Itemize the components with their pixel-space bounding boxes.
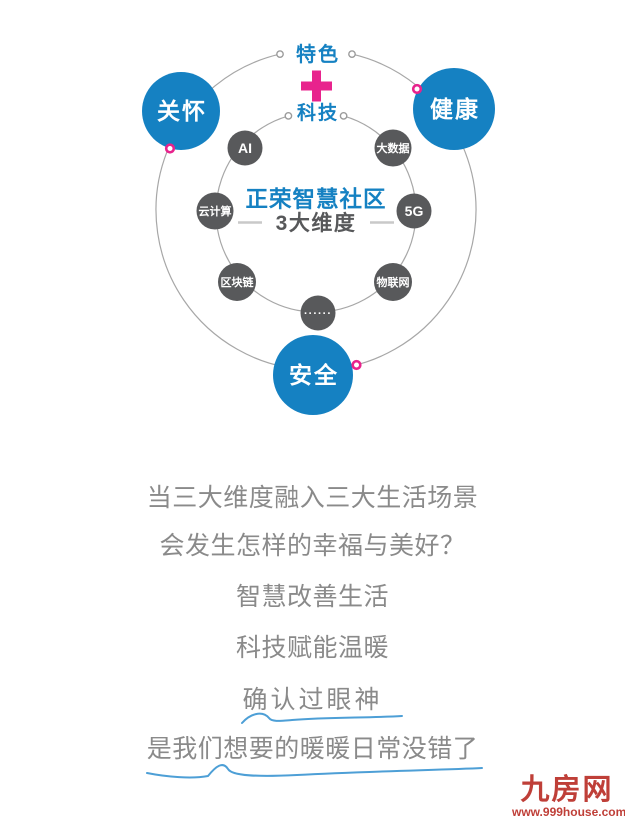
- iot-node-circle: [374, 263, 412, 301]
- diagram-center-subtitle: 3大维度: [276, 211, 357, 235]
- ai-node-circle: [227, 130, 263, 166]
- copy-line-4: 科技赋能温暖: [235, 634, 389, 662]
- tech-node-bigdata: 大数据: [374, 129, 412, 167]
- fiveg-node-circle: [396, 193, 432, 229]
- brand-url: www.999house.com: [512, 805, 625, 819]
- handdrawn-underline-2: [146, 764, 483, 779]
- arc-endpoint-dot: [276, 50, 284, 58]
- health-label: 健康: [430, 96, 480, 122]
- arc-endpoint-dot: [284, 112, 293, 120]
- handdrawn-underline-1: [241, 712, 403, 724]
- safety-circle: [273, 335, 353, 415]
- magenta-marker-dot: [351, 359, 362, 371]
- dimension-circle-health: 健康: [413, 68, 495, 150]
- dimension-circle-safety: 安全: [273, 335, 353, 415]
- more-node-circle: [300, 295, 336, 331]
- iot-node-label: 物联网: [377, 275, 410, 289]
- copy-line-6: 是我们想要的暖暖日常没错了: [146, 735, 479, 763]
- tech-node-cloud: 云计算: [196, 192, 234, 230]
- brand-logo: 九房网: [520, 774, 614, 806]
- arc-endpoint-dot: [348, 50, 356, 58]
- blockchain-node-label: 区块链: [221, 275, 255, 289]
- blockchain-node-circle: [218, 263, 256, 301]
- plus-icon: [301, 70, 332, 102]
- diagram-center-title: 正荣智慧社区: [245, 186, 386, 212]
- safety-label: 安全: [289, 362, 339, 388]
- cloud-node-label: 云计算: [199, 204, 232, 218]
- health-circle: [413, 68, 495, 150]
- outer-ring-title: 特色: [296, 42, 340, 66]
- underline-stroke: [146, 764, 483, 779]
- care-circle: [142, 72, 220, 150]
- tech-node-more: ······: [300, 295, 336, 331]
- copy-line-2: 会发生怎样的幸福与美好？: [159, 532, 466, 560]
- tech-node-blockchain: 区块链: [218, 263, 256, 301]
- magenta-marker-dot: [411, 83, 423, 95]
- cloud-node-circle: [196, 192, 234, 230]
- bigdata-node-circle: [374, 129, 412, 167]
- bigdata-node-label: 大数据: [377, 141, 410, 155]
- underline-stroke: [241, 712, 403, 724]
- tech-node-iot: 物联网: [374, 263, 412, 301]
- copy-line-1: 当三大维度融入三大生活场景: [146, 484, 479, 512]
- dimension-circle-care: 关怀: [142, 72, 220, 150]
- tech-node-ai: AI: [227, 130, 263, 166]
- smart-community-diagram: 关怀 健康 安全 AI 大数据 5G 云计算: [142, 42, 495, 415]
- plus-vertical-bar: [312, 70, 321, 102]
- care-label: 关怀: [157, 98, 207, 124]
- ai-node-label: AI: [238, 140, 252, 156]
- brand-watermark: 九房网 www.999house.com: [512, 774, 625, 819]
- tech-node-5g: 5G: [396, 193, 432, 229]
- inner-ring-title: 科技: [297, 101, 339, 124]
- copy-line-3: 智慧改善生活: [235, 583, 389, 611]
- copy-line-5: 确认过眼神: [242, 686, 383, 714]
- arc-endpoint-dot: [339, 112, 348, 120]
- magenta-marker-dot: [164, 143, 176, 154]
- fiveg-node-label: 5G: [405, 203, 424, 219]
- more-node-label: ······: [304, 308, 332, 320]
